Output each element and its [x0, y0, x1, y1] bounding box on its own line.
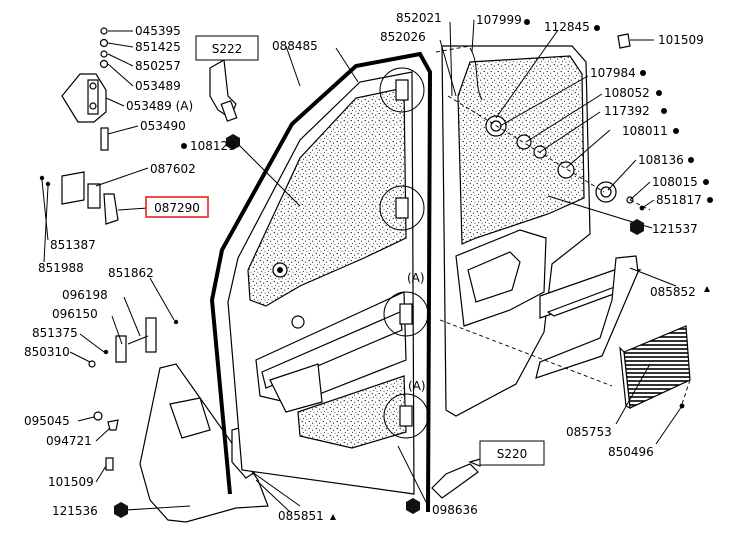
hex-markers	[114, 134, 644, 518]
label-107999: 107999	[476, 13, 522, 27]
dot-icon	[673, 128, 679, 134]
label-108136: 108136	[638, 153, 684, 167]
marker-glyphs	[181, 19, 713, 520]
label-087602: 087602	[150, 162, 196, 176]
part-labels: 045395 851425 850257 053489 053489 (A) 0…	[24, 11, 704, 523]
tool-box-s222: S222	[195, 35, 259, 61]
label-088485: 088485	[272, 39, 318, 53]
label-112845: 112845	[544, 20, 590, 34]
striker-parts	[69, 277, 179, 368]
label-096150: 096150	[52, 307, 98, 321]
dot-icon	[703, 179, 709, 185]
tool-box-s220: S220	[479, 440, 545, 466]
dot-icon	[661, 108, 667, 114]
dot-icon	[594, 25, 600, 31]
dot-icon	[707, 197, 713, 203]
label-851988: 851988	[38, 261, 84, 275]
label-850496: 850496	[608, 445, 654, 459]
tool-box-s222-label: S222	[212, 42, 243, 56]
label-085852: 085852	[650, 285, 696, 299]
lower-trim-panel-left	[125, 363, 291, 523]
label-852021: 852021	[396, 11, 442, 25]
label-053490: 053490	[140, 119, 186, 133]
label-108015: 108015	[652, 175, 698, 189]
label-850257: 850257	[135, 59, 181, 73]
armrest-panels	[535, 255, 642, 379]
dot-icon	[688, 157, 694, 163]
dot-icon	[656, 90, 662, 96]
dot-icon	[181, 143, 187, 149]
label-108052: 108052	[604, 86, 650, 100]
label-117392: 117392	[604, 104, 650, 118]
triangle-icon	[330, 514, 336, 520]
label-085753: 085753	[566, 425, 612, 439]
label-096198: 096198	[62, 288, 108, 302]
speaker-grille	[619, 325, 691, 410]
hex-icon	[630, 219, 644, 235]
label-850310: 850310	[24, 345, 70, 359]
label-851387: 851387	[50, 238, 96, 252]
label-851817: 851817	[656, 193, 702, 207]
label-098636: 098636	[432, 503, 478, 517]
hex-icon	[406, 498, 420, 514]
dashed-assembly-lines	[435, 45, 691, 405]
clip-parts	[77, 411, 119, 483]
hex-icon	[226, 134, 240, 150]
label-121537: 121537	[652, 222, 698, 236]
hinge-parts	[39, 27, 119, 225]
tool-s222-icon	[209, 50, 238, 122]
label-107984: 107984	[590, 66, 636, 80]
label-851862: 851862	[108, 266, 154, 280]
label-101509-right: 101509	[658, 33, 704, 47]
hex-icon	[114, 502, 128, 518]
label-101509-left: 101509	[48, 475, 94, 489]
label-121536: 121536	[52, 504, 98, 518]
label-095045: 095045	[24, 414, 70, 428]
door-shell	[209, 51, 433, 513]
callout-a-lower: (A)	[408, 379, 426, 393]
label-053489: 053489	[135, 79, 181, 93]
label-851375: 851375	[32, 326, 78, 340]
dot-icon	[640, 70, 646, 76]
triangle-icon	[704, 286, 710, 292]
label-108011: 108011	[622, 124, 668, 138]
label-053489-a: 053489 (A)	[126, 99, 193, 113]
label-045395: 045395	[135, 24, 181, 38]
detail-circles	[379, 67, 429, 439]
label-852026: 852026	[380, 30, 426, 44]
dot-icon	[524, 19, 530, 25]
right-leader-lines	[235, 19, 683, 507]
hinge-leader-lines	[41, 30, 149, 263]
tool-box-s220-label: S220	[497, 447, 528, 461]
label-094721: 094721	[46, 434, 92, 448]
label-087290: 087290	[154, 201, 200, 215]
label-108129: 108129	[190, 139, 236, 153]
highlighted-part-087290: 087290	[145, 196, 209, 218]
label-851425: 851425	[135, 40, 181, 54]
speaker-parts	[595, 33, 645, 211]
callout-a-upper: (A)	[407, 271, 425, 285]
label-085851: 085851	[278, 509, 324, 523]
